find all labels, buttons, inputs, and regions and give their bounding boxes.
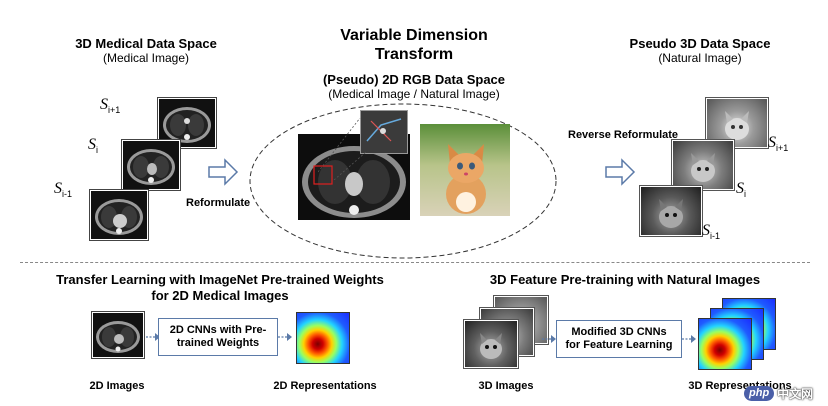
transfer-learning-title-line2: for 2D Medical Images — [151, 288, 289, 303]
arrow-icon — [278, 333, 292, 341]
cnn-3d-box-line2: for Feature Learning — [565, 339, 673, 351]
cnn-2d-box-line2: trained Weights — [176, 337, 260, 349]
medical-space-title: 3D Medical Data Space — [75, 36, 217, 51]
zoom-callout-lines — [318, 118, 367, 180]
medical-space-subtitle: (Medical Image) — [102, 51, 190, 65]
reverse-reformulate-arrow-icon — [605, 158, 636, 186]
pseudo-slice-label-bottom: Si-1 — [702, 222, 721, 241]
php-logo: php — [744, 385, 775, 401]
slice-label-top: Si+1 — [100, 96, 121, 115]
input-3d-label: 3D Images — [478, 380, 534, 392]
section-divider — [20, 262, 810, 263]
zoom-inset-image — [360, 110, 408, 154]
rgb-space-ellipse — [249, 103, 557, 259]
arrow-icon — [146, 333, 160, 341]
stacked-kitten-front — [464, 320, 518, 368]
heatmap-3d-front — [698, 318, 752, 370]
reverse-reformulate-label: Reverse Reformulate — [568, 129, 679, 141]
ct-slice-mid — [122, 140, 180, 190]
arrow-icon — [682, 335, 696, 343]
pseudo-3d-space-title: Pseudo 3D Data Space — [629, 36, 771, 51]
output-2d-label: 2D Representations — [273, 380, 377, 392]
transform-title-line2: Transform — [374, 46, 454, 63]
cnn-2d-box-line1: 2D CNNs with Pre- — [169, 324, 267, 336]
ct-slice-top — [158, 98, 216, 148]
cnn-3d-box-line1: Modified 3D CNNs — [571, 326, 667, 338]
slice-label-bottom: Si-1 — [54, 180, 73, 199]
reformulate-arrow-icon — [208, 158, 239, 186]
input-2d-ct-image — [92, 312, 144, 358]
pseudo-slice-label-top: Si+1 — [768, 134, 789, 153]
heatmap-2d-representation — [296, 312, 350, 364]
transfer-learning-title-line1: Transfer Learning with ImageNet Pre-trai… — [56, 272, 384, 287]
gray-kitten-slice-bottom — [640, 186, 702, 236]
gray-kitten-slice-mid — [672, 140, 734, 190]
kitten-photo — [420, 124, 510, 216]
rgb-space-title: (Pseudo) 2D RGB Data Space — [322, 72, 506, 87]
pseudo-slice-label-mid: Si — [736, 180, 746, 199]
slice-label-mid: Si — [88, 136, 98, 155]
input-2d-label: 2D Images — [89, 380, 145, 392]
watermark-text: 中文网 — [777, 386, 814, 401]
gray-kitten-slice-top — [706, 98, 768, 148]
feature-pretraining-title: 3D Feature Pre-training with Natural Ima… — [489, 272, 761, 287]
reformulate-label: Reformulate — [186, 197, 251, 209]
ct-slice-bottom — [90, 190, 148, 240]
arrow-icon — [542, 335, 556, 343]
transform-title-line1: Variable Dimension — [340, 27, 488, 44]
rgb-space-subtitle: (Medical Image / Natural Image) — [328, 87, 500, 101]
cnn-2d-box: 2D CNNs with Pre-trained Weights — [158, 318, 278, 356]
watermark: php 中文网 — [744, 384, 824, 402]
pseudo-3d-space-subtitle: (Natural Image) — [658, 51, 742, 65]
